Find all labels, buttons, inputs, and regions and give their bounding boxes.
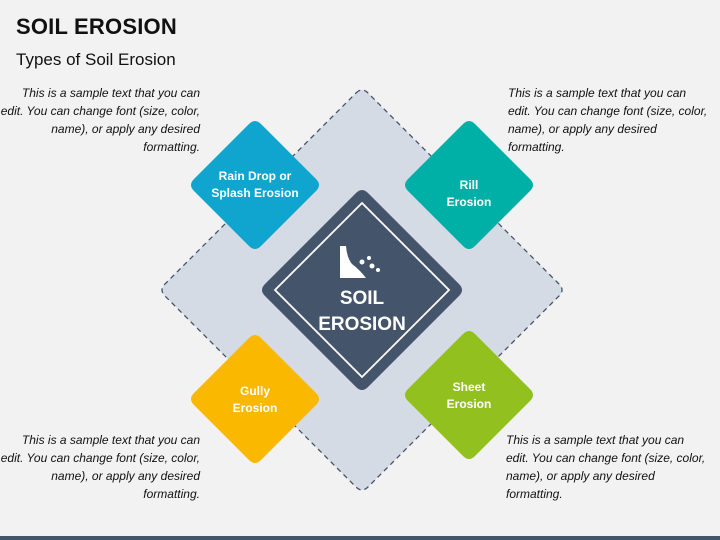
label-rill-line2: Erosion — [446, 195, 492, 209]
center-label-line2: EROSION — [318, 314, 406, 335]
diamond-sheet — [405, 331, 533, 459]
diamond-gully — [191, 335, 319, 463]
label-gully-line1: Gully — [239, 384, 270, 398]
page-subtitle: Types of Soil Erosion — [16, 50, 176, 69]
label-rain-drop: Rain Drop or Splash Erosion — [195, 168, 315, 202]
label-rain-drop-line2: Splash Erosion — [211, 186, 299, 200]
center-diamond — [262, 190, 462, 390]
note-bottom-right: This is a sample text that you can edit.… — [506, 433, 706, 501]
center-label: SOIL EROSION — [272, 286, 452, 338]
landslide-icon — [340, 246, 380, 278]
diamond-rain-drop — [191, 121, 319, 249]
label-gully: Gully Erosion — [195, 383, 315, 417]
center-diamond-outline — [273, 201, 451, 379]
label-rain-drop-line1: Rain Drop or — [218, 169, 292, 183]
label-gully-line2: Erosion — [232, 401, 278, 415]
label-sheet-line1: Sheet — [452, 380, 486, 394]
diamond-rill — [405, 121, 533, 249]
note-top-left: This is a sample text that you can edit.… — [0, 86, 200, 154]
label-sheet-line2: Erosion — [446, 397, 492, 411]
note-bottom-left: This is a sample text that you can edit.… — [0, 433, 200, 501]
label-sheet: Sheet Erosion — [409, 379, 529, 413]
note-top-right: This is a sample text that you can edit.… — [508, 86, 708, 154]
center-label-line1: SOIL — [339, 288, 385, 309]
page-title: SOIL EROSION — [16, 14, 177, 39]
footer-bar — [0, 536, 720, 540]
label-rill: Rill Erosion — [409, 177, 529, 211]
label-rill-line1: Rill — [459, 178, 479, 192]
